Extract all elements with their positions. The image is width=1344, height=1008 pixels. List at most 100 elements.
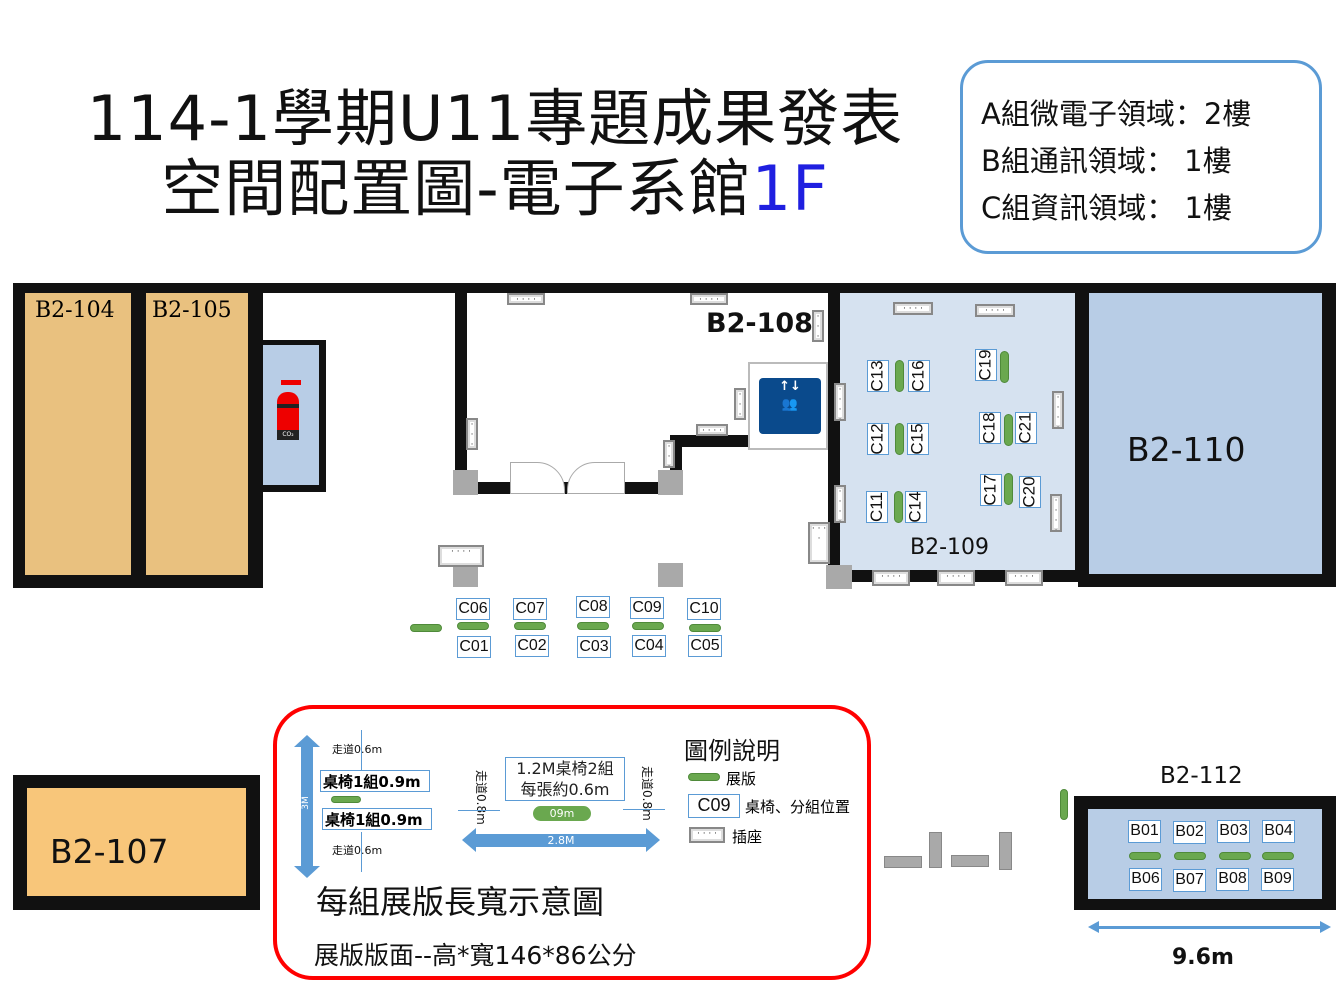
display-board [1004,473,1013,505]
display-board [1174,852,1206,860]
desk-label: 桌椅1組0.9m [320,770,430,792]
arrow-head-icon [1320,921,1331,933]
booth-tag[interactable]: C02 [515,635,549,657]
booth-tag[interactable]: B01 [1128,820,1161,843]
booth-tag[interactable]: C16 [908,360,930,392]
outlet-icon [1005,570,1043,586]
arrow-head-icon [1088,921,1099,933]
room-label-b2-105: B2-105 [152,298,232,323]
booth-tag[interactable]: C14 [905,491,927,523]
legend-tag-sample: C09 [688,794,740,818]
elevator-icon: ↑↓👥 [759,378,821,434]
display-board [1219,852,1251,860]
aisle-left-label: 走道0.8m [474,770,488,825]
booth-tag[interactable]: C19 [975,349,997,381]
room-label-b2-108: B2-108 [706,308,813,339]
display-board [410,624,442,632]
booth-tag[interactable]: C20 [1019,476,1041,508]
dimension-label: 9.6m [1172,945,1234,970]
booth-tag[interactable]: C06 [456,598,490,620]
outlet-icon [893,302,933,315]
outlet-icon [975,304,1015,317]
display-board [577,622,609,630]
display-board [894,491,903,523]
booth-tag[interactable]: C21 [1015,412,1037,444]
outlet-icon [696,424,728,436]
aisle-arrow [623,809,665,810]
display-board [457,622,489,630]
booth-tag[interactable]: B04 [1262,820,1295,843]
top-wall [13,283,1336,293]
aisle-right-label: 走道0.8m [640,766,654,821]
booth-tag[interactable]: C15 [907,423,929,455]
display-board [331,796,361,803]
group-c: C組資訊領域： 1樓 [981,191,1232,225]
booth-tag[interactable]: C07 [513,598,547,620]
booth-tag[interactable]: B09 [1261,868,1294,891]
booth-tag[interactable]: B06 [1129,868,1162,891]
outlet-icon [438,545,484,567]
booth-tag[interactable]: C05 [688,635,722,657]
display-board [689,624,721,632]
room-label-b2-110: B2-110 [1127,430,1246,469]
display-board [1129,852,1161,860]
booth-tag[interactable]: B02 [1173,821,1206,844]
arrow-head-icon [294,735,320,747]
outlet-icon [937,570,975,586]
legend-outlet-label: 插座 [732,828,763,846]
booth-tag[interactable]: C03 [577,636,611,658]
booth-tag[interactable]: B08 [1216,868,1249,891]
pillar [658,470,683,495]
legend-board-icon [688,773,720,781]
group-floor-box: A組微電子領域：2樓 B組通訊領域： 1樓 C組資訊領域： 1樓 [960,60,1322,254]
height-arrow [301,745,313,867]
outlet-icon [834,383,846,421]
booth-tag[interactable]: C10 [687,598,721,620]
group-a: A組微電子領域：2樓 [981,97,1252,131]
outlet-icon [663,440,675,468]
room-b2-110[interactable] [1089,293,1322,574]
board-width-label: 09m [533,806,591,821]
obstacle-block [951,855,989,867]
door-left[interactable] [510,462,565,494]
booth-tag[interactable]: B03 [1217,820,1250,843]
booth-tag[interactable]: C01 [457,636,491,658]
booth-tag[interactable]: C12 [867,423,889,455]
room-b2-105[interactable] [146,293,248,575]
booth-tag[interactable]: C17 [980,474,1002,506]
display-board [1000,351,1009,383]
display-board [895,423,904,455]
pillar [658,563,683,587]
room-label-b2-112: B2-112 [1160,763,1243,789]
aisle-top-label: 走道0.6m [332,743,383,756]
obstacle-block [884,856,922,868]
booth-tag[interactable]: C11 [866,491,888,523]
legend-title: 圖例說明 [684,737,780,765]
pillar [453,470,478,495]
aisle-bottom-label: 走道0.6m [332,844,383,857]
outlet-icon [834,485,846,523]
display-board [1004,414,1013,446]
room-label-b2-104: B2-104 [35,298,115,323]
arrow-head-icon [462,828,476,852]
desk-pair-label: 1.2M桌椅2組每張約0.6m [505,757,625,801]
obstacle-block [999,832,1012,870]
legend-outlet-icon [689,827,725,843]
booth-tag[interactable]: C08 [576,596,610,618]
dimension-arrow [1097,926,1321,929]
desk-pair-line2: 每張約0.6m [520,780,610,799]
desk-pair-line1: 1.2M桌椅2組 [516,759,614,778]
display-board [1060,789,1068,820]
booth-tag[interactable]: C18 [979,412,1001,444]
room-b2-107[interactable] [27,788,246,896]
outlet-icon [734,388,746,420]
room-b2-104[interactable] [25,293,131,575]
booth-tag[interactable]: C09 [630,597,664,619]
booth-tag[interactable]: B07 [1173,869,1206,892]
booth-tag[interactable]: C13 [867,360,889,392]
booth-tag[interactable]: C04 [632,635,666,657]
aisle-arrow [361,832,362,872]
wall-108-step-top [670,435,750,447]
board-size-text: 展版版面--高*寬146*86公分 [314,941,637,970]
door-right[interactable] [567,462,625,494]
